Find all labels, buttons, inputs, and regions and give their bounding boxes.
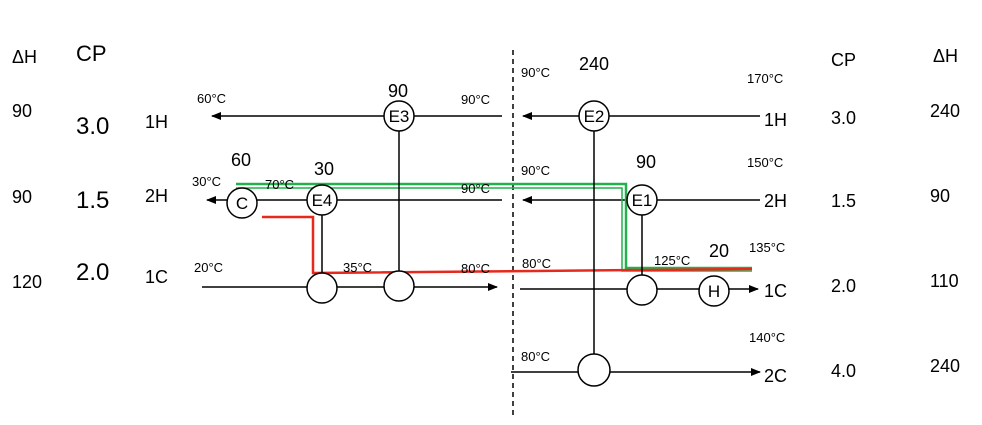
h2-dh-left: 90 [12, 187, 32, 207]
e2-cold-node [577, 353, 611, 387]
e4-label: E4 [312, 191, 333, 210]
e3-cold-node [383, 270, 415, 302]
h1-pinch-temp: 90°C [521, 65, 550, 80]
e3-hot-node [383, 100, 415, 132]
cooler-node [226, 187, 258, 219]
c1-mid-right-temp: 125°C [654, 253, 690, 268]
heater-node [698, 275, 730, 307]
h1-out-temp: 60°C [197, 91, 226, 106]
h1-label-right: 1H [764, 110, 787, 130]
c1-dh-left: 120 [12, 272, 42, 292]
h2-pinch-temp: 90°C [521, 163, 550, 178]
h1-in-temp: 170°C [747, 71, 783, 86]
e1-duty: 90 [636, 152, 656, 172]
e1-label: E1 [632, 191, 653, 210]
right-dh-header: ΔH [933, 46, 958, 66]
h1-cp-left: 3.0 [76, 113, 109, 140]
c2-label-right: 2C [764, 366, 787, 386]
h2-cp-right: 1.5 [831, 191, 856, 211]
h1-label-left: 1H [145, 112, 168, 132]
h2-cp-left: 1.5 [76, 187, 109, 214]
h2-out-temp: 30°C [192, 174, 221, 189]
h2-e4-temp: 90°C [461, 181, 490, 196]
c1-in-temp: 20°C [194, 260, 223, 275]
c1-mid-temp: 35°C [343, 260, 372, 275]
c2-in-temp: 80°C [521, 349, 550, 364]
cooler-label: C [236, 194, 248, 213]
c2-cp-right: 4.0 [831, 361, 856, 381]
h2-mid-temp: 70°C [265, 177, 294, 192]
e2-duty: 240 [579, 54, 609, 74]
h2-label-left: 2H [145, 186, 168, 206]
c1-pinch-left-temp: 80°C [461, 261, 490, 276]
green-loop-path-inner [236, 187, 752, 272]
h1-dh-right: 240 [930, 101, 960, 121]
heater-label: H [708, 282, 720, 301]
c1-cp-right: 2.0 [831, 276, 856, 296]
e3-duty: 90 [388, 81, 408, 101]
heater-duty: 20 [709, 241, 729, 261]
h1-cp-right: 3.0 [831, 108, 856, 128]
c1-label-left: 1C [145, 267, 168, 287]
h1-e3-temp: 90°C [461, 92, 490, 107]
e4-duty: 30 [314, 159, 334, 179]
left-dh-header: ΔH [12, 47, 37, 67]
c1-dh-right: 110 [930, 271, 959, 291]
c2-dh-right: 240 [930, 356, 960, 376]
h2-label-right: 2H [764, 191, 787, 211]
e2-hot-node [578, 100, 610, 132]
e4-hot-node [306, 184, 338, 216]
e4-cold-node [306, 272, 338, 304]
e2-label: E2 [584, 107, 605, 126]
e1-hot-node [626, 184, 658, 216]
h2-dh-right: 90 [930, 186, 950, 206]
h1-dh-left: 90 [12, 101, 32, 121]
c1-cp-left: 2.0 [76, 259, 109, 286]
c2-out-temp: 140°C [749, 330, 785, 345]
cooler-duty: 60 [231, 150, 251, 170]
e3-label: E3 [389, 107, 410, 126]
green-loop-path [236, 182, 752, 270]
e1-cold-node [626, 274, 658, 306]
left-cp-header: CP [76, 41, 107, 66]
c1-pinch-right-temp: 80°C [522, 256, 551, 271]
h2-in-temp: 150°C [747, 155, 783, 170]
c1-out-temp: 135°C [749, 240, 785, 255]
right-cp-header: CP [831, 50, 856, 70]
c1-label-right: 1C [764, 281, 787, 301]
red-loop-path [262, 215, 753, 275]
